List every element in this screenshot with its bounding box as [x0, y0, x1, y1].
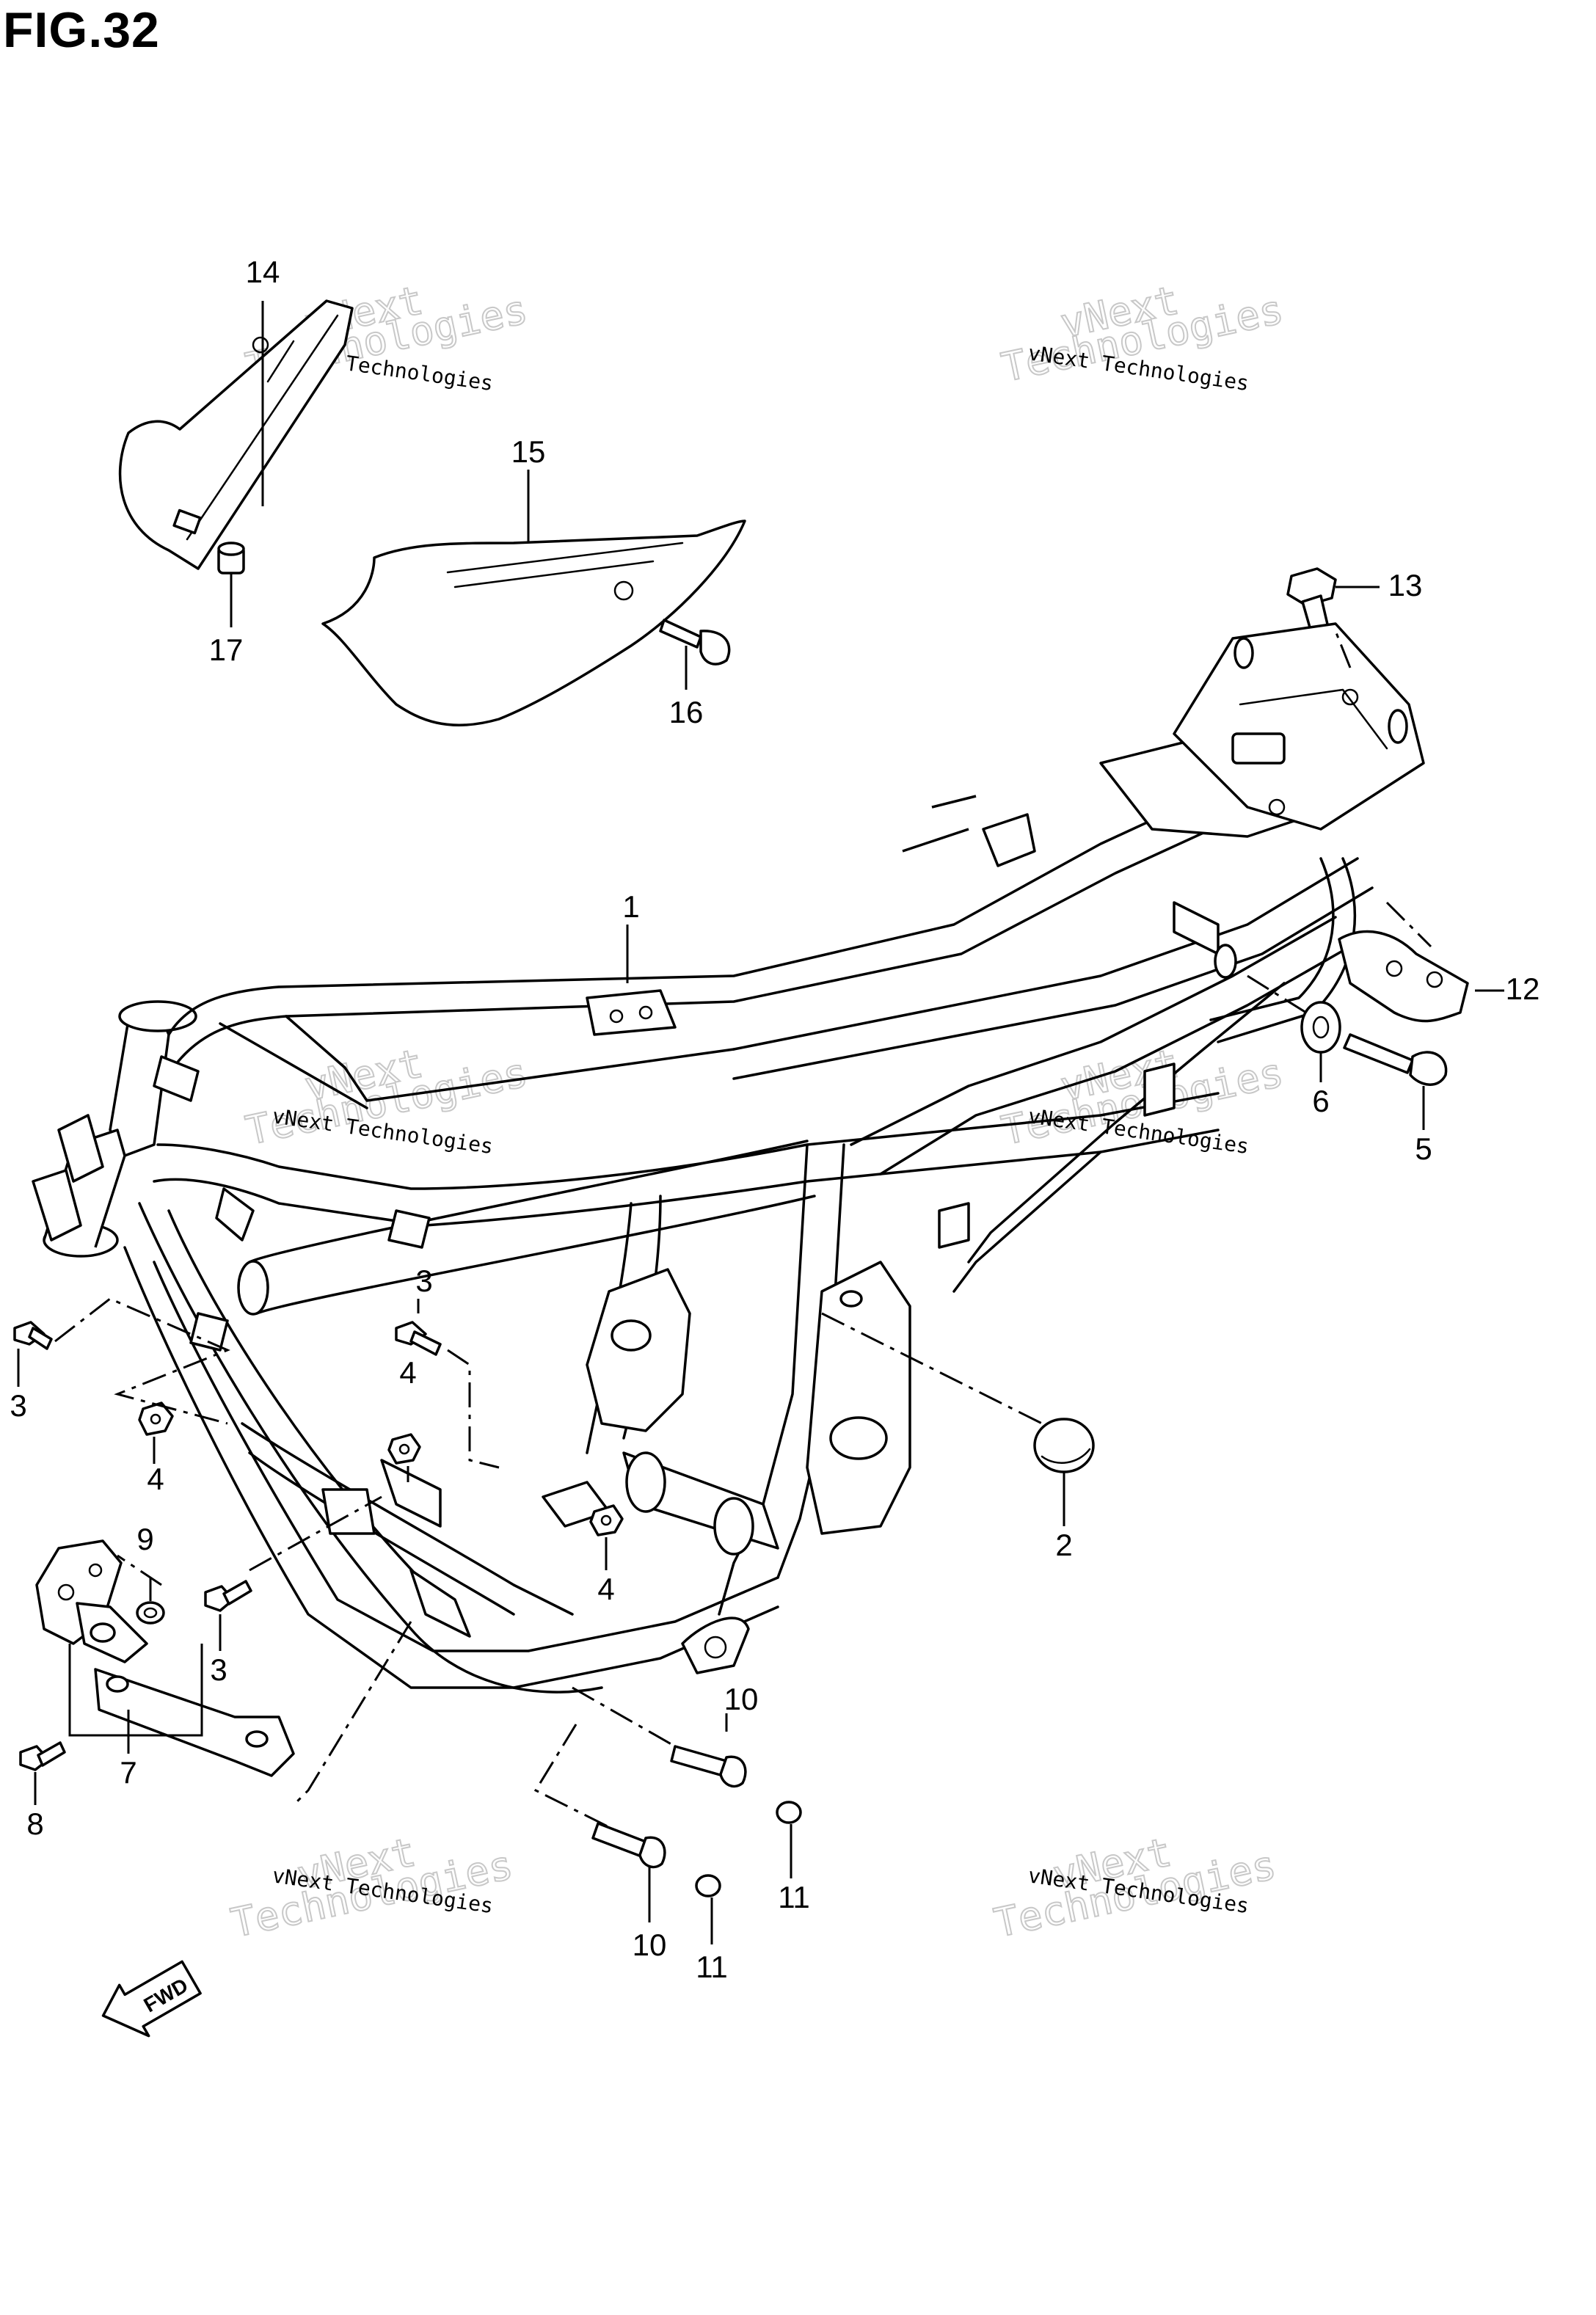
callout-2: 2 — [1055, 1528, 1072, 1562]
watermark-middle-left: Technologies vNext vNext Technologies — [241, 1039, 533, 1159]
part-16-screw — [659, 619, 731, 666]
part-2-cap — [1033, 1418, 1095, 1473]
callout-7: 7 — [120, 1755, 136, 1790]
part-4-nut-center — [387, 1433, 421, 1465]
callout-4-lower: 4 — [597, 1572, 614, 1606]
watermark-bottom-left: Technologies vNext vNext Technologies — [227, 1828, 518, 1947]
callout-10-upper: 10 — [724, 1682, 759, 1716]
callout-17: 17 — [209, 632, 244, 667]
callout-14: 14 — [246, 255, 280, 289]
part-15-frame-cover — [321, 519, 746, 727]
part-3-bolt-lower — [204, 1580, 252, 1612]
callout-6: 6 — [1312, 1084, 1329, 1118]
callout-10-lower: 10 — [633, 1928, 667, 1962]
part-4-nut-left — [138, 1401, 174, 1436]
callout-labels: 1 2 3 3 3 4 4 4 5 6 7 8 9 10 10 11 11 12… — [10, 255, 1539, 1984]
part-3-bolt-center — [395, 1321, 442, 1356]
part-11-cap-lower — [695, 1874, 721, 1897]
part-3-bolt-left — [13, 1321, 53, 1350]
callout-15: 15 — [511, 434, 546, 469]
part-11-cap-upper — [776, 1801, 802, 1824]
part-10-bolt-lower — [591, 1822, 666, 1869]
part-14-side-cover — [118, 299, 354, 570]
callout-9: 9 — [136, 1522, 153, 1556]
part-8-bolt — [19, 1741, 66, 1771]
callout-3-lower: 3 — [210, 1652, 227, 1687]
callout-8: 8 — [26, 1807, 43, 1841]
part-6-spacer — [1300, 1001, 1341, 1054]
part-12-bracket — [1338, 930, 1469, 1023]
part-7-mount-bracket — [35, 1539, 295, 1777]
dash-lines — [54, 630, 1432, 1829]
part-5-bolt — [1343, 1033, 1448, 1086]
callout-1: 1 — [622, 889, 639, 924]
callout-12: 12 — [1506, 971, 1540, 1006]
leader-lines — [17, 301, 1504, 1944]
callout-4-center: 4 — [399, 1355, 416, 1390]
callout-3-left: 3 — [10, 1388, 26, 1423]
callout-16: 16 — [669, 695, 704, 729]
part-1-main-frame — [32, 622, 1425, 1694]
watermark-bottom-right: Technologies vNext vNext Technologies — [990, 1828, 1281, 1947]
watermark-top-right: Technologies vNext vNext Technologies — [997, 276, 1289, 395]
callout-13: 13 — [1388, 568, 1423, 602]
part-9-collar — [136, 1601, 165, 1625]
part-13-bolt — [1286, 567, 1337, 634]
part-17-grommet — [217, 542, 245, 575]
callout-3-center: 3 — [415, 1264, 432, 1298]
figure-title: FIG.32 — [3, 2, 160, 58]
callout-4-left: 4 — [147, 1462, 164, 1496]
forward-arrow-icon: FWD — [101, 1960, 202, 2038]
callout-11-upper: 11 — [778, 1880, 810, 1914]
callout-11-lower: 11 — [696, 1950, 728, 1984]
callout-5: 5 — [1415, 1131, 1432, 1166]
part-10-bolt-upper — [670, 1745, 747, 1788]
part-4-nut-lower — [589, 1504, 624, 1536]
